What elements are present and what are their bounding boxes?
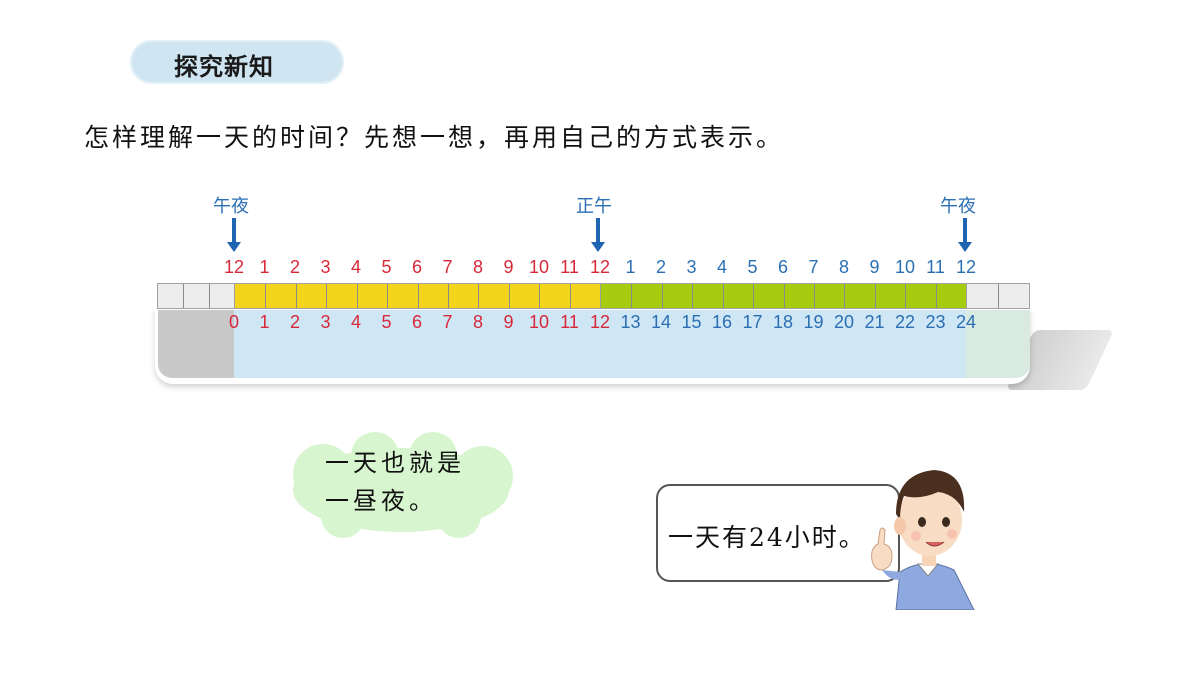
bottom-scale-label: 10: [528, 312, 550, 332]
cloud-text-line1: 一天也就是: [325, 449, 465, 477]
ruler-cell-divider: [631, 284, 633, 308]
top-scale-label: 1: [259, 257, 270, 277]
top-scale-label: 4: [716, 257, 727, 277]
ruler-cell-divider: [813, 284, 815, 308]
cloud-text: 一天也就是 一昼夜。: [325, 444, 465, 520]
bottom-scale-label: 19: [803, 312, 824, 332]
ruler-cell-divider: [265, 284, 267, 308]
bottom-scale-label: 3: [320, 312, 331, 332]
speech-bubble: [656, 484, 900, 582]
bottom-scale-label: 21: [864, 312, 885, 332]
ruler-cell-divider: [295, 284, 297, 308]
top-scale-label: 2: [655, 257, 666, 277]
top-scale-label: 6: [411, 257, 422, 277]
bottom-scale-label: 23: [925, 312, 946, 332]
top-scale-label: 1: [625, 257, 636, 277]
question-text: 怎样理解一天的时间？先想一想，再用自己的方式表示。: [84, 123, 785, 152]
top-scale-label: 12: [955, 257, 977, 277]
top-scale-label: 5: [747, 257, 758, 277]
top-scale-label: 4: [350, 257, 361, 277]
bottom-scale-label: 5: [381, 312, 392, 332]
ruler-strip-right: [966, 283, 1030, 309]
top-scale-label: 9: [869, 257, 880, 277]
top-scale-label: 3: [320, 257, 331, 277]
top-scale-label: 11: [560, 257, 579, 277]
ruler-strip-left: [157, 283, 235, 309]
top-scale-label: 12: [589, 257, 611, 277]
ruler-cell-divider: [753, 284, 755, 308]
ruler-blue-area: [234, 310, 966, 378]
section-header-pill: 探究新知: [130, 40, 344, 84]
marker-label-noon: 正午: [576, 196, 612, 217]
top-scale-label: 8: [838, 257, 849, 277]
top-scale-label: 2: [289, 257, 300, 277]
bottom-scale-label: 2: [289, 312, 300, 332]
bottom-scale-label: 4: [350, 312, 361, 332]
bottom-scale-label: 18: [772, 312, 794, 332]
top-scale-label: 10: [528, 257, 550, 277]
arrow-down-icon: [227, 218, 241, 252]
top-scale-label: 8: [472, 257, 483, 277]
thought-cloud: [293, 432, 513, 538]
ruler-cell-divider: [208, 284, 210, 308]
arrow-down-icon: [958, 218, 972, 252]
bottom-scale-label: 24: [955, 312, 977, 332]
bottom-scale-label: 8: [472, 312, 483, 332]
top-scale-label: 11: [926, 257, 945, 277]
ruler-cell-divider: [183, 284, 185, 308]
section-header-label: 探究新知: [174, 53, 274, 81]
bottom-scale-label: 7: [442, 312, 453, 332]
ruler-cell-divider: [356, 284, 358, 308]
bottom-scale-label: 9: [503, 312, 514, 332]
top-scale-label: 10: [894, 257, 916, 277]
bottom-scale-label: 15: [681, 312, 702, 332]
cloud-text-line2: 一昼夜。: [325, 487, 437, 515]
top-scale-label: 7: [442, 257, 453, 277]
marker-label-midnight-right: 午夜: [940, 196, 976, 217]
ruler-strip-am: [234, 283, 601, 309]
ruler-cell-divider: [783, 284, 785, 308]
top-scale-label: 5: [381, 257, 392, 277]
bottom-scale-label: 11: [560, 312, 579, 332]
ruler-cell-divider: [569, 284, 571, 308]
ruler-cell-divider: [935, 284, 937, 308]
marker-label-midnight-left: 午夜: [213, 196, 249, 217]
ruler-right-end: [966, 310, 1030, 378]
ruler-cell-divider: [539, 284, 541, 308]
boy-illustration: [871, 470, 975, 610]
bottom-scale-label: 22: [894, 312, 916, 332]
ruler-left-end: [158, 310, 234, 378]
bottom-scale-label: 0: [228, 312, 239, 332]
ruler-cell-divider: [508, 284, 510, 308]
ruler-cell-divider: [905, 284, 907, 308]
bottom-scale-label: 13: [620, 312, 641, 332]
arrow-down-icon: [591, 218, 605, 252]
ruler-cell-divider: [844, 284, 846, 308]
top-scale-label: 9: [503, 257, 514, 277]
ruler-cell-divider: [326, 284, 328, 308]
ruler-cell-divider: [417, 284, 419, 308]
bottom-scale-label: 20: [833, 312, 855, 332]
ruler-cell-divider: [447, 284, 449, 308]
ruler-cell-divider: [692, 284, 694, 308]
ruler-cell-divider: [722, 284, 724, 308]
ruler-cell-divider: [478, 284, 480, 308]
ruler-cell-divider: [661, 284, 663, 308]
ruler-cell-divider: [874, 284, 876, 308]
top-scale-label: 7: [808, 257, 819, 277]
bottom-scale-label: 17: [742, 312, 763, 332]
top-scale-label: 3: [686, 257, 697, 277]
top-scale-label: 6: [777, 257, 788, 277]
ruler-cell-divider: [998, 284, 999, 308]
bottom-scale-label: 14: [650, 312, 672, 332]
bottom-scale-label: 16: [711, 312, 733, 332]
top-scale-label: 12: [223, 257, 245, 277]
bottom-scale-label: 1: [259, 312, 270, 332]
speech-text: 一天有24小时。: [668, 523, 866, 552]
bottom-scale-label: 12: [589, 312, 611, 332]
ruler-cell-divider: [387, 284, 389, 308]
bottom-scale-label: 6: [411, 312, 422, 332]
ruler-strip-pm: [600, 283, 967, 309]
